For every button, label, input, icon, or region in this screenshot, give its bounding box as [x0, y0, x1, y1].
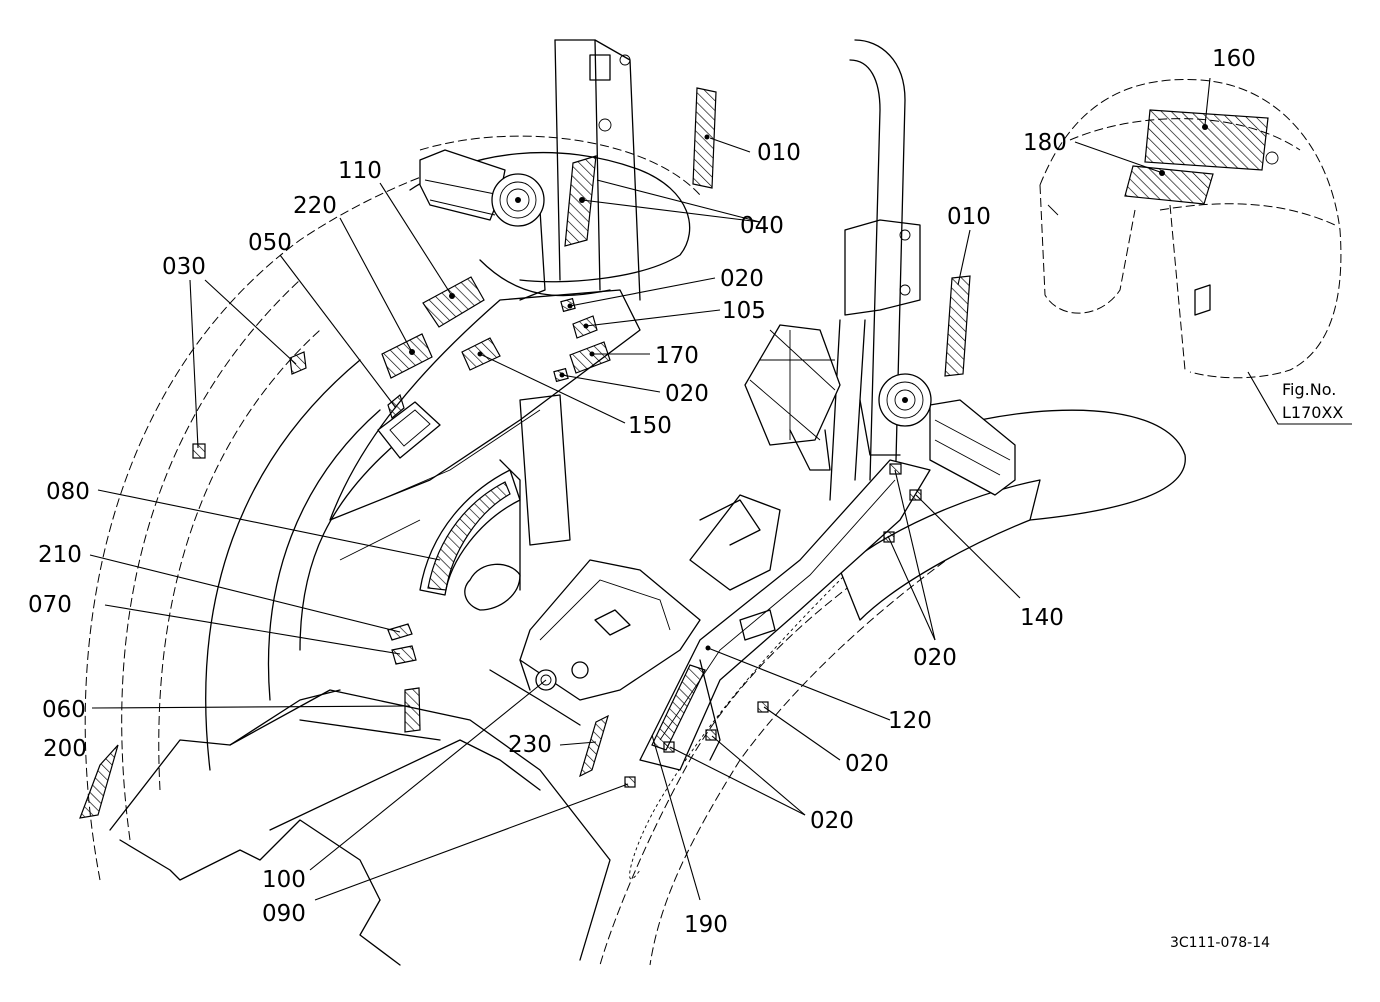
callout-030: 030 [162, 254, 206, 280]
fig-number: L170XX [1282, 403, 1343, 422]
fig-label: Fig.No. [1282, 380, 1336, 399]
callout-100: 100 [262, 867, 306, 893]
callout-020-e: 020 [913, 645, 957, 671]
callout-020-a: 020 [720, 266, 764, 292]
callout-060: 060 [42, 697, 86, 723]
callout-230: 230 [508, 732, 552, 758]
callout-160: 160 [1212, 46, 1256, 72]
fender-drawing [84, 135, 1186, 966]
callout-010-a: 010 [757, 140, 801, 166]
rops-left-post [519, 39, 641, 301]
decals [79, 87, 1269, 819]
callout-010-b: 010 [947, 204, 991, 230]
figure-reference: Fig.No. L170XX 3C111-078-14 [1170, 380, 1343, 951]
callout-140: 140 [1020, 605, 1064, 631]
callout-120: 120 [888, 708, 932, 734]
callout-020-b: 020 [665, 381, 709, 407]
callout-210: 210 [38, 542, 82, 568]
callout-190: 190 [684, 912, 728, 938]
seat-slide-bracket [464, 494, 781, 726]
callout-150: 150 [628, 413, 672, 439]
callout-170: 170 [655, 343, 699, 369]
right-lamp [859, 373, 1016, 496]
callout-110: 110 [338, 158, 382, 184]
callout-180: 180 [1023, 130, 1067, 156]
leader-lines [89, 77, 1352, 901]
callout-020-d: 020 [845, 751, 889, 777]
callout-200: 200 [43, 736, 87, 762]
callout-220: 220 [293, 193, 337, 219]
rops-right-post [829, 39, 921, 501]
callout-050: 050 [248, 230, 292, 256]
callout-070: 070 [28, 592, 72, 618]
callout-040: 040 [740, 213, 784, 239]
callout-labels: 010 010 040 020 105 170 020 150 110 220 … [28, 46, 1256, 938]
smv-emblem [744, 324, 841, 471]
callout-105: 105 [722, 298, 766, 324]
callout-080: 080 [46, 479, 90, 505]
left-lamp [419, 149, 545, 227]
callout-020-c: 020 [810, 808, 854, 834]
callout-090: 090 [262, 901, 306, 927]
drawing-code: 3C111-078-14 [1170, 935, 1270, 951]
